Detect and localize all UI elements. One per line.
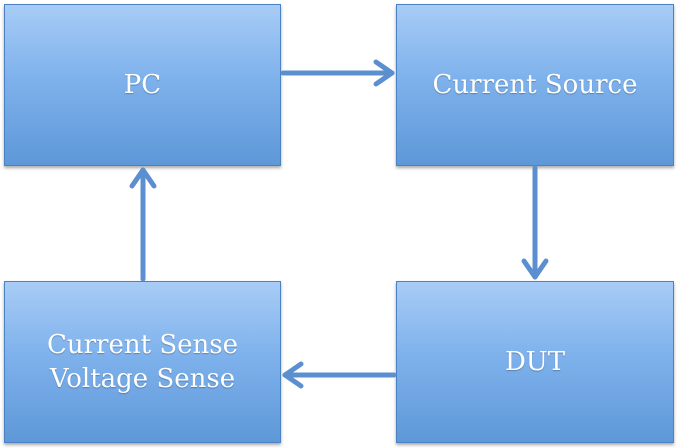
pc-label: PC	[123, 70, 162, 100]
current-source-label: Current Source	[432, 70, 638, 100]
current-source-node: Current Source	[396, 4, 674, 166]
arrow-dut-to-sense	[282, 361, 397, 389]
sense-label-group: Current Sense Voltage Sense	[47, 328, 238, 396]
arrow-source-to-dut	[521, 165, 549, 280]
arrow-pc-to-source	[280, 59, 395, 87]
pc-node: PC	[4, 4, 281, 166]
sense-node: Current Sense Voltage Sense	[4, 281, 281, 443]
voltage-sense-label: Voltage Sense	[49, 364, 236, 394]
arrow-sense-to-pc	[129, 167, 157, 282]
dut-label: DUT	[504, 347, 566, 377]
current-sense-label: Current Sense	[46, 330, 238, 360]
dut-node: DUT	[396, 281, 674, 443]
